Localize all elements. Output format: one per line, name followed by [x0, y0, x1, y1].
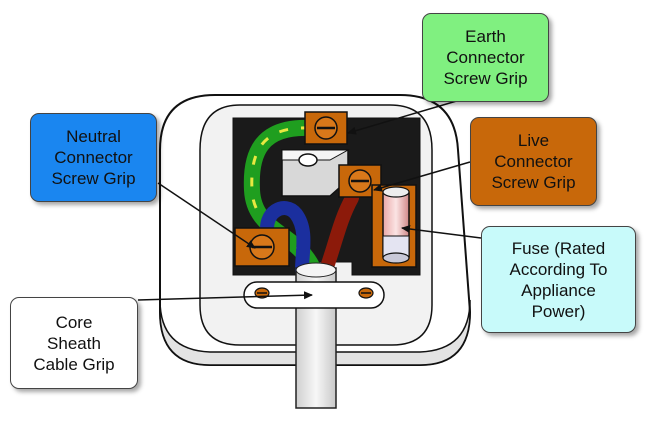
- fuse-label: Fuse (Rated According To Appliance Power…: [481, 226, 636, 333]
- neutral-wire: [260, 201, 311, 277]
- earth-label: Earth Connector Screw Grip: [422, 13, 549, 102]
- fuse: [382, 186, 410, 264]
- neutral-callout-arrow: [157, 182, 256, 249]
- earth-wire: [243, 119, 321, 276]
- live-callout-arrow: [373, 161, 471, 192]
- live-wire: [319, 191, 359, 277]
- fuse-callout-arrow: [401, 225, 482, 239]
- neutral-label: Neutral Connector Screw Grip: [30, 113, 157, 202]
- earth-callout-arrow: [347, 99, 461, 135]
- earth-terminal: [304, 111, 348, 145]
- live-label: Live Connector Screw Grip: [470, 117, 597, 206]
- cable-grip-label: Core Sheath Cable Grip: [10, 297, 138, 389]
- cable-grip-bar: [243, 281, 385, 309]
- earth-pin-block: [281, 149, 350, 197]
- cable-grip-callout-arrow: [137, 291, 313, 301]
- neutral-terminal: [234, 227, 290, 267]
